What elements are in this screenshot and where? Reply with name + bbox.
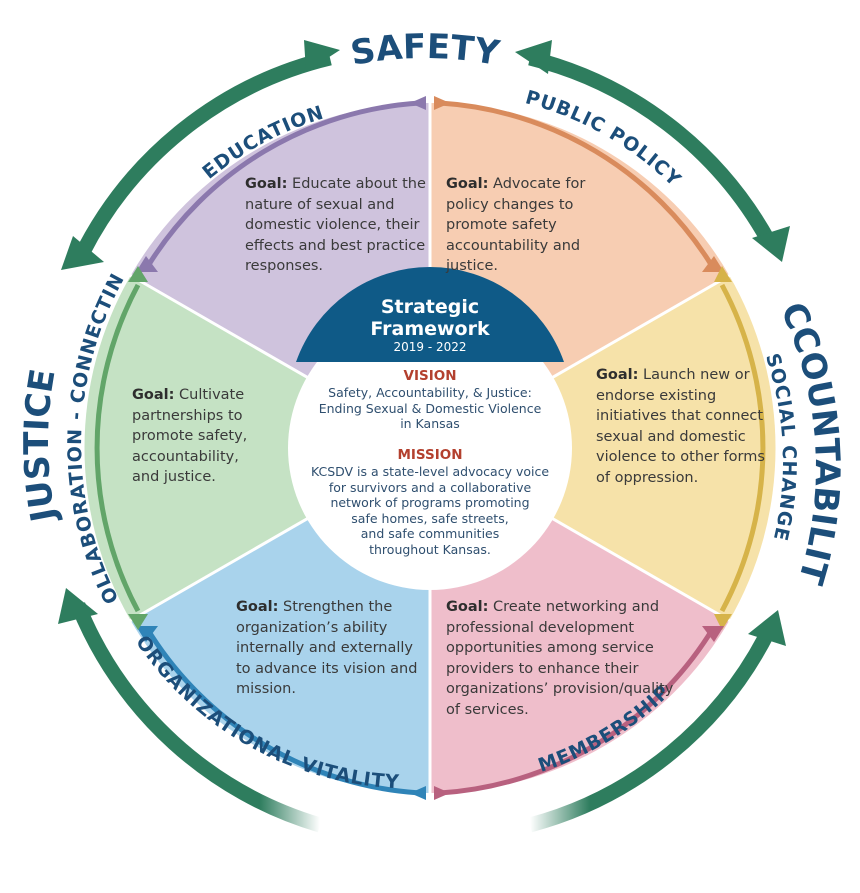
arrow-safety-to-accountability [528,50,775,244]
goal-education: Goal: Educate about the nature of sexual… [245,174,435,277]
mission-line-1: KCSDV is a state-level advocacy voice [310,464,550,479]
goal-public-policy: Goal: Advocate for policy changes to pro… [446,174,606,277]
arrow-safety-to-justice [73,50,332,262]
center-header-band [296,266,564,362]
vision-line-2: Ending Sexual & Domestic Violence [318,400,542,416]
goal-text: Strengthen the organization’s ability in… [236,599,418,697]
mission-block: MISSION KCSDV is a state-level advocacy … [290,447,570,557]
title-justice: JUSTICE [17,366,65,527]
segment-rim-arrows [94,100,766,796]
mission-line-2: for survivors and a collaborative [328,479,532,495]
rim-public-policy [439,100,715,268]
arrow-justice-return [71,602,323,833]
heading-line2: Framework [370,318,490,340]
arrowhead-right-top [752,226,790,262]
rim-arrowheads [128,96,732,800]
segment-social-change [430,275,776,621]
mission-line-3: network of programs promoting [330,495,530,510]
arrowhead-left-top [61,236,104,270]
goal-prefix: Goal: [446,599,489,615]
rim-organizational-vitality [145,628,421,796]
heading-years: 2019 - 2022 [393,340,467,354]
rim-social-change [719,283,766,613]
goal-social-change: Goal: Launch new or endorse existing ini… [596,365,776,488]
mission-line-4: safe homes, safe streets, [351,510,509,526]
goal-membership: Goal: Create networking and professional… [446,597,676,720]
arrowhead-top-left [304,40,340,72]
arrowhead-left-bottom [58,588,98,624]
goal-prefix: Goal: [245,176,288,192]
arrow-accountability-return [528,624,777,833]
goal-organizational-vitality: Goal: Strengthen the organization’s abil… [236,597,426,700]
outer-cycle-arrows [58,40,790,833]
center-heading: Strategic Framework 2019 - 2022 [330,296,530,355]
goal-text: Launch new or endorse existing initiativ… [596,367,765,486]
rim-collaboration [94,283,141,613]
goal-text: Cultivate partnerships to promote safety… [132,387,248,485]
rim-education [145,100,421,268]
vision-line-3: in Kansas [400,416,460,431]
vision-line-1: Safety, Accountability, & Justice: [328,385,532,400]
goal-text: Advocate for policy changes to promote s… [446,176,586,274]
arrowhead-top-right [515,40,552,74]
goal-collaboration: Goal: Cultivate partnerships to promote … [132,385,267,488]
vision-label: VISION [403,368,457,384]
mission-line-5: and safe communities [360,526,500,541]
goal-prefix: Goal: [596,367,639,383]
heading-line1: Strategic [380,296,480,318]
goal-prefix: Goal: [446,176,489,192]
segment-collaboration [84,275,430,621]
goal-text: Create networking and professional devel… [446,599,674,718]
goal-text: Educate about the nature of sexual and d… [245,176,426,274]
center-circle [288,266,572,590]
goal-prefix: Goal: [132,387,175,403]
goal-prefix: Goal: [236,599,279,615]
vision-block: VISION Safety, Accountability, & Justice… [290,368,570,432]
rim-membership [439,628,715,796]
arrowhead-right-bottom [748,610,786,646]
mission-label: MISSION [397,447,463,463]
title-safety: SAFETY [348,27,503,74]
mission-line-6: throughout Kansas. [369,541,491,557]
